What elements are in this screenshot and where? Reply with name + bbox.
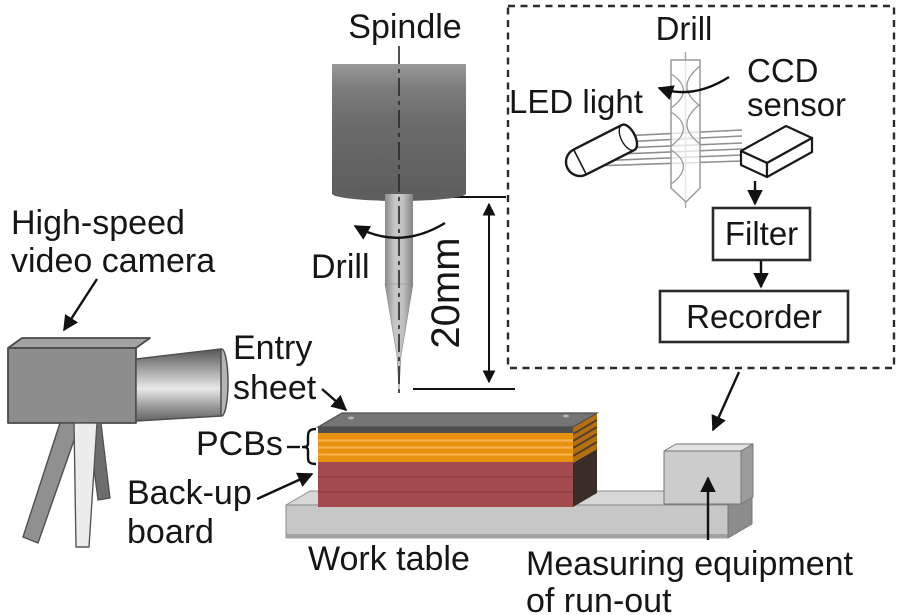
rotation-arrow-icon	[353, 221, 446, 240]
led-light-label: LED light	[509, 83, 643, 120]
camera-label-line1: High-speed	[11, 204, 185, 242]
spindle-assembly	[332, 46, 466, 393]
inset-drill-bit	[670, 59, 701, 204]
work-table	[285, 490, 753, 539]
dimension-20mm-label: 20mm	[424, 237, 468, 348]
entry-sheet-label-line2: sheet	[233, 369, 317, 407]
inset-drill-label: Drill	[656, 10, 713, 47]
recorder-box	[658, 289, 850, 344]
work-table-front	[285, 504, 729, 539]
annotation-arrows	[62, 278, 741, 540]
inset-dashed-border	[506, 4, 896, 370]
inset-rotation-arrow-icon	[657, 75, 730, 101]
ccd-sensor-label-line2: sensor	[747, 86, 846, 123]
recorder-label: Recorder	[686, 298, 822, 335]
camera-body	[7, 347, 137, 424]
camera-lens	[135, 348, 222, 422]
stack-side-pcb	[573, 413, 597, 463]
pcb-stack	[315, 412, 600, 507]
backup-board-label-line2: board	[127, 513, 214, 551]
work-table-label: Work table	[308, 540, 470, 578]
main-labels: Spindle Drill High-speed video camera En…	[11, 8, 854, 615]
pcbs-label: PCBs	[196, 425, 283, 463]
led-light-icon	[564, 123, 639, 178]
entry-sheet-top	[315, 412, 600, 428]
spindle-bottom	[332, 186, 466, 201]
dimension-20mm: 20mm	[406, 196, 515, 390]
camera-top	[7, 337, 151, 349]
pcbs-brace	[301, 427, 317, 466]
arrow-backup-board	[256, 472, 314, 501]
camera-label-line2: video camera	[11, 242, 215, 280]
arrow-inset-to-equipment	[711, 371, 741, 432]
filter-box	[711, 206, 812, 262]
tripod-leg-left	[22, 422, 81, 544]
measuring-label-line1: Measuring equipment	[526, 545, 854, 583]
arrow-camera-label	[62, 278, 99, 332]
inset-detail-view: Drill LED light CCD sensor Filter Record…	[506, 4, 896, 370]
entry-sheet-front	[318, 427, 573, 433]
stack-side-backup	[573, 449, 597, 507]
backup-board-label-line1: Back-up	[127, 474, 252, 512]
measuring-label-line2: of run-out	[526, 582, 672, 615]
tripod-leg-front	[73, 422, 98, 548]
entry-sheet-label-line1: Entry	[233, 329, 312, 367]
arrow-entry-sheet	[321, 388, 348, 412]
backup-board-front	[318, 462, 573, 507]
work-table-bottom-edge	[286, 534, 728, 539]
filter-label: Filter	[725, 215, 798, 252]
spindle-label: Spindle	[348, 8, 461, 46]
drill-label: Drill	[311, 248, 370, 286]
ccd-sensor-icon	[739, 124, 814, 179]
high-speed-camera	[7, 337, 229, 548]
ccd-sensor-label-line1: CCD	[747, 52, 819, 89]
